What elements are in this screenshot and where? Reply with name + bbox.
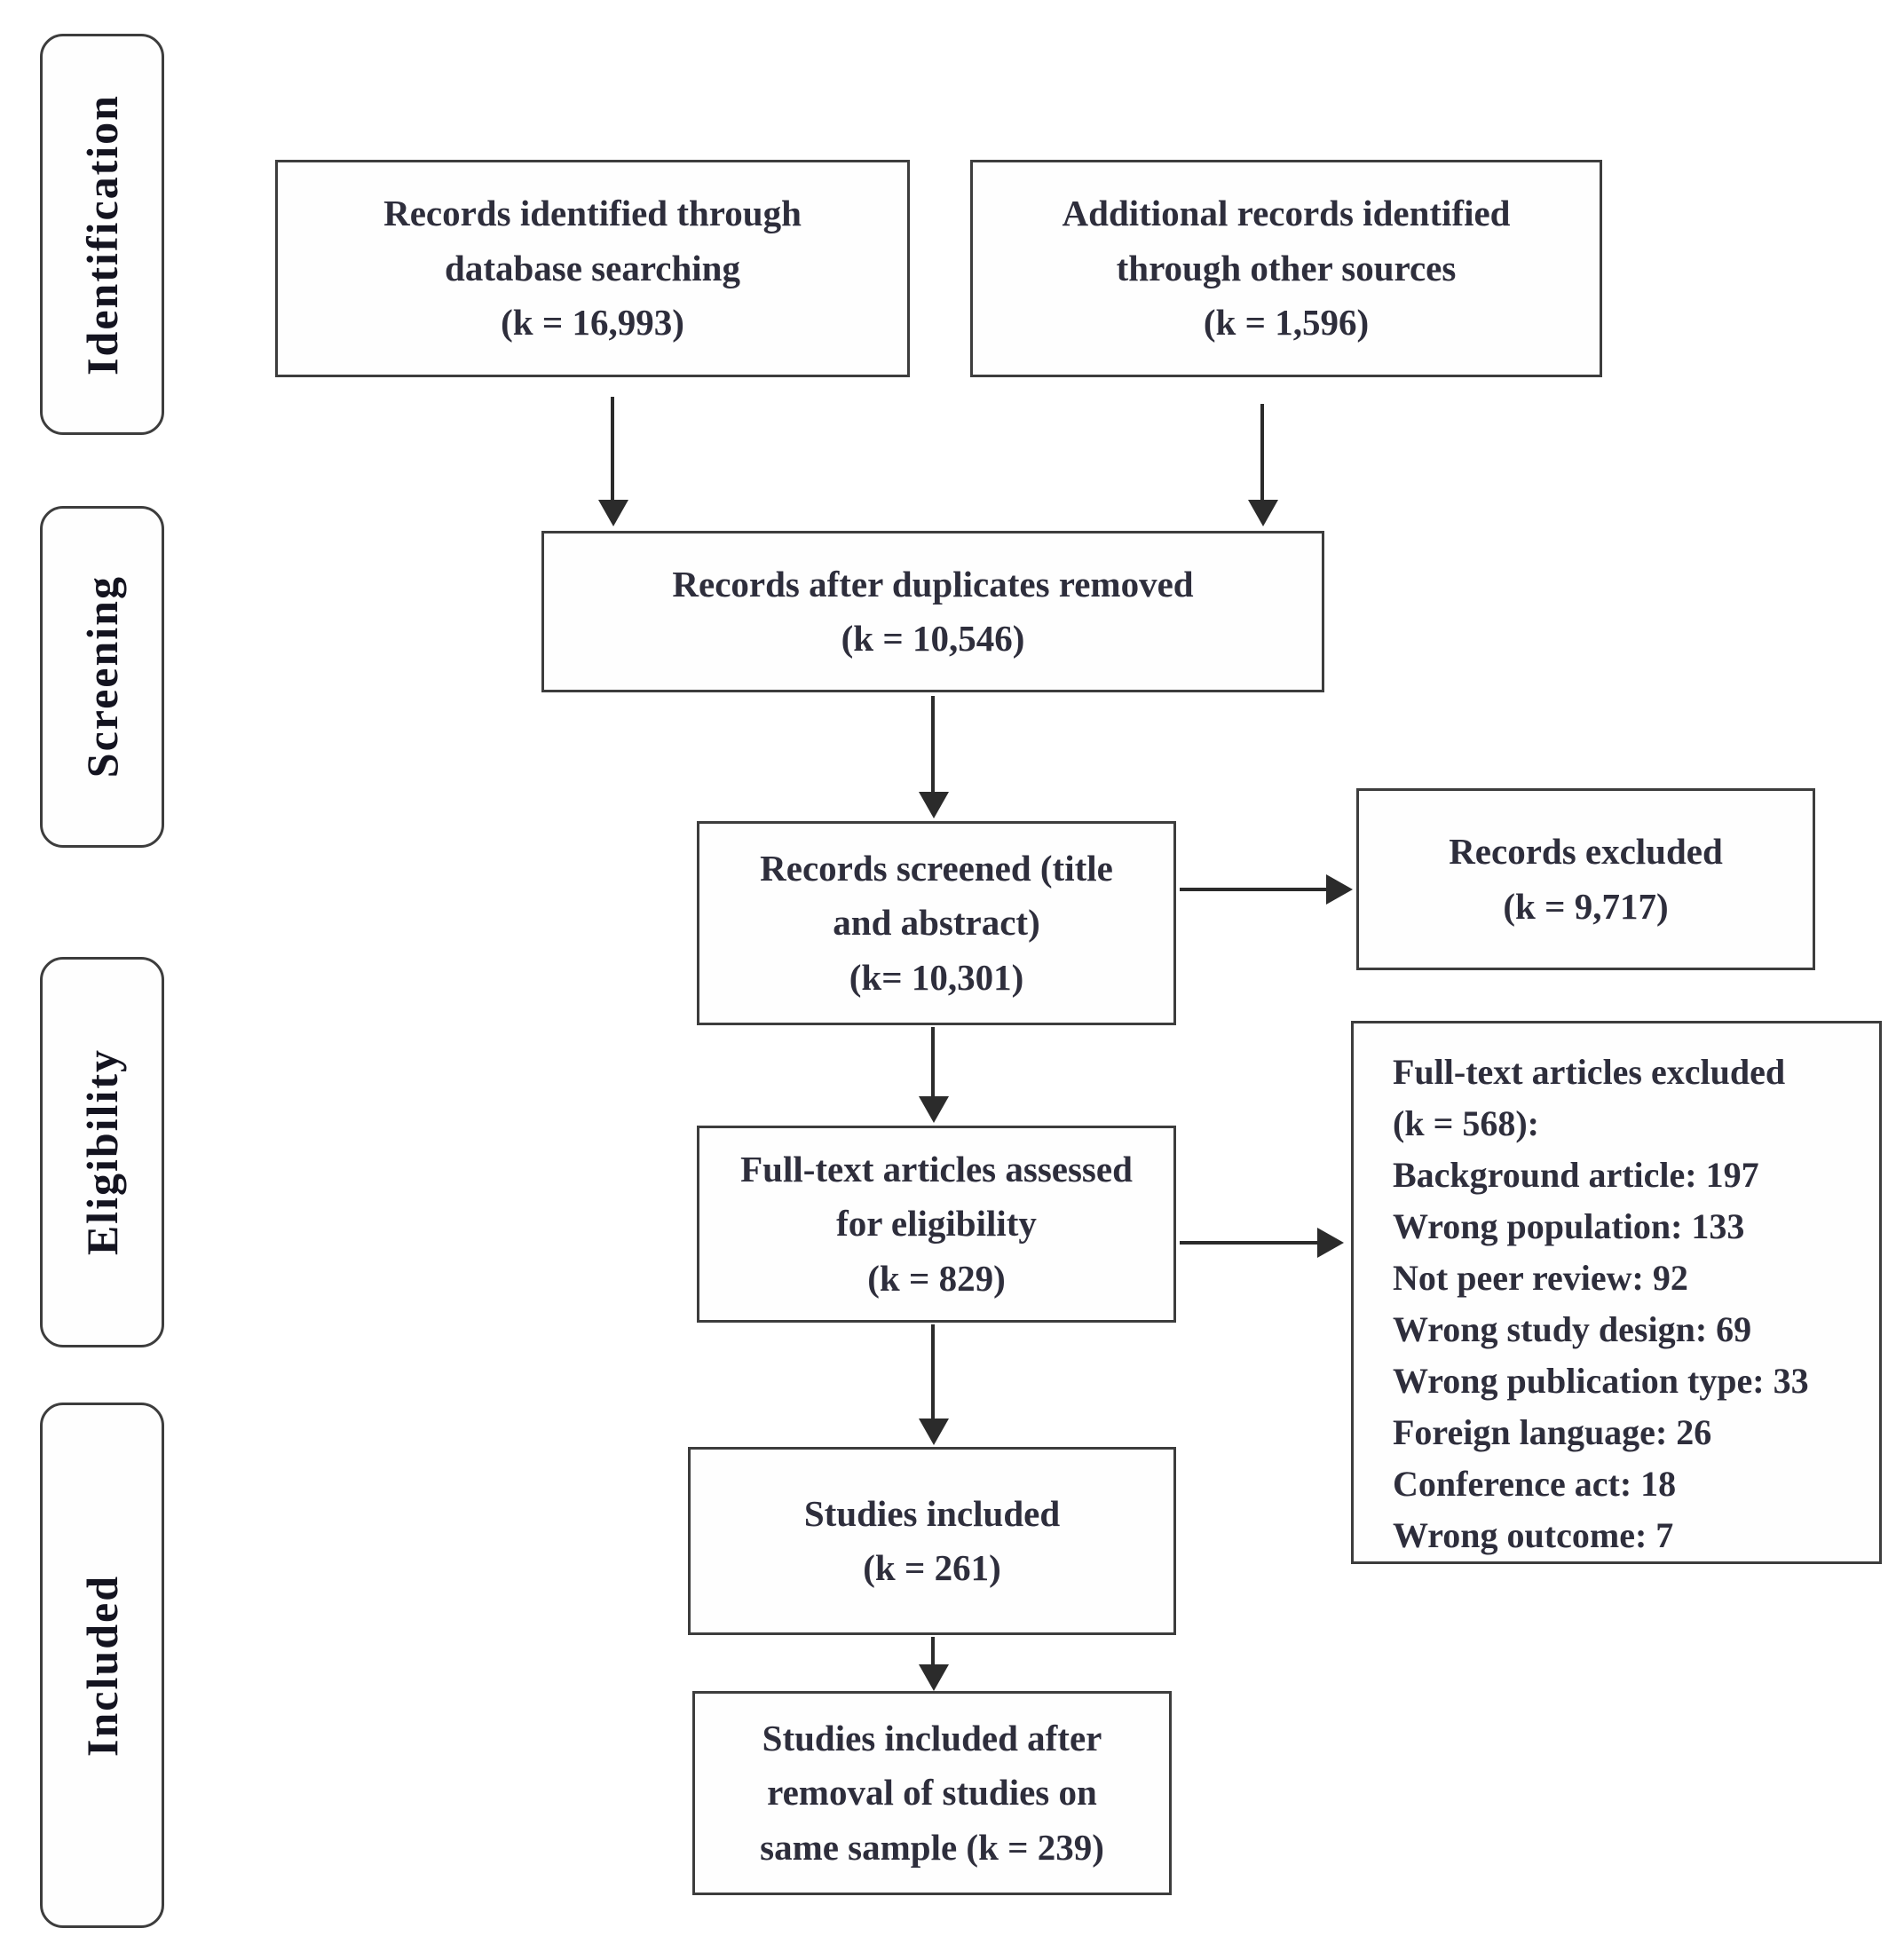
arrow-db-search-to-dedup-line — [611, 397, 614, 502]
stage-identification-label: Identification — [77, 93, 127, 375]
arrow-fulltext-to-included-head — [919, 1418, 949, 1445]
arrow-screened-to-excluded-head — [1326, 874, 1353, 905]
box-line: Full-text articles assessed — [740, 1148, 1133, 1189]
box-count: (k= 10,301) — [849, 956, 1024, 998]
stage-screening: Screening — [40, 506, 164, 848]
arrow-included-to-final-head — [919, 1664, 949, 1691]
box-records-screened: Records screened (title and abstract) (k… — [697, 821, 1176, 1025]
arrow-included-to-final-line — [931, 1637, 935, 1667]
box-count: (k = 16,993) — [501, 302, 684, 344]
box-line: Records screened (title — [760, 847, 1113, 889]
exclusion-reason: Wrong study design: 69 — [1393, 1309, 1752, 1349]
box-count: (k = 1,596) — [1203, 302, 1370, 344]
box-line: Additional records identified — [1062, 193, 1511, 234]
arrow-fulltext-to-excluded-line — [1180, 1241, 1320, 1245]
exclusion-reason: Foreign language: 26 — [1393, 1412, 1712, 1452]
box-line: Records after duplicates removed — [672, 563, 1194, 605]
exclusion-reason: Not peer review: 92 — [1393, 1258, 1688, 1298]
arrow-screened-to-excluded-line — [1180, 888, 1329, 891]
stage-eligibility: Eligibility — [40, 957, 164, 1347]
box-line: removal of studies on — [767, 1772, 1097, 1814]
box-studies-final: Studies included after removal of studie… — [692, 1691, 1172, 1895]
box-line: Records excluded — [1449, 831, 1723, 872]
exclusion-reason: Wrong population: 133 — [1393, 1206, 1745, 1246]
arrow-db-search-to-dedup-head — [598, 500, 628, 526]
box-line: Studies included after — [762, 1717, 1102, 1758]
arrow-dedup-to-screened-line — [931, 696, 935, 794]
box-line: through other sources — [1116, 247, 1457, 288]
box-line: for eligibility — [836, 1203, 1037, 1245]
box-records-identified: Records identified through database sear… — [275, 160, 910, 377]
box-additional-records: Additional records identified through ot… — [970, 160, 1602, 377]
exclusion-reason: Background article: 197 — [1393, 1155, 1759, 1195]
box-count: (k = 568): — [1393, 1103, 1539, 1143]
box-line: Studies included — [803, 1492, 1061, 1534]
exclusion-reason: Wrong outcome: 7 — [1393, 1515, 1674, 1555]
arrow-screened-to-fulltext-head — [919, 1096, 949, 1123]
box-duplicates-removed: Records after duplicates removed (k = 10… — [541, 531, 1324, 692]
arrow-fulltext-to-excluded-head — [1317, 1228, 1344, 1258]
box-count: (k = 829) — [867, 1257, 1006, 1299]
arrow-dedup-to-screened-head — [919, 792, 949, 818]
box-title: Full-text articles excluded — [1393, 1052, 1786, 1092]
stage-eligibility-label: Eligibility — [77, 1048, 127, 1256]
stage-identification: Identification — [40, 34, 164, 435]
box-studies-included: Studies included (k = 261) — [688, 1447, 1176, 1635]
box-count: (k = 261) — [863, 1547, 1001, 1588]
box-fulltext-excluded: Full-text articles excluded (k = 568): B… — [1351, 1021, 1882, 1564]
box-line: Records identified through — [383, 193, 802, 234]
box-line: database searching — [445, 247, 740, 288]
stage-included-label: Included — [77, 1574, 127, 1757]
box-count: (k = 9,717) — [1503, 885, 1669, 927]
box-count: (k = 10,546) — [841, 618, 1025, 659]
box-fulltext-assessed: Full-text articles assessed for eligibil… — [697, 1126, 1176, 1323]
arrow-other-sources-to-dedup-line — [1260, 404, 1264, 502]
box-line: and abstract) — [833, 902, 1040, 944]
stage-screening-label: Screening — [77, 575, 127, 778]
box-count: same sample (k = 239) — [760, 1826, 1104, 1868]
stage-included: Included — [40, 1403, 164, 1928]
exclusion-reason: Conference act: 18 — [1393, 1464, 1677, 1504]
box-records-excluded: Records excluded (k = 9,717) — [1356, 788, 1815, 970]
arrow-screened-to-fulltext-line — [931, 1027, 935, 1098]
exclusion-reason: Wrong publication type: 33 — [1393, 1361, 1809, 1401]
arrow-fulltext-to-included-line — [931, 1324, 935, 1420]
arrow-other-sources-to-dedup-head — [1248, 500, 1278, 526]
